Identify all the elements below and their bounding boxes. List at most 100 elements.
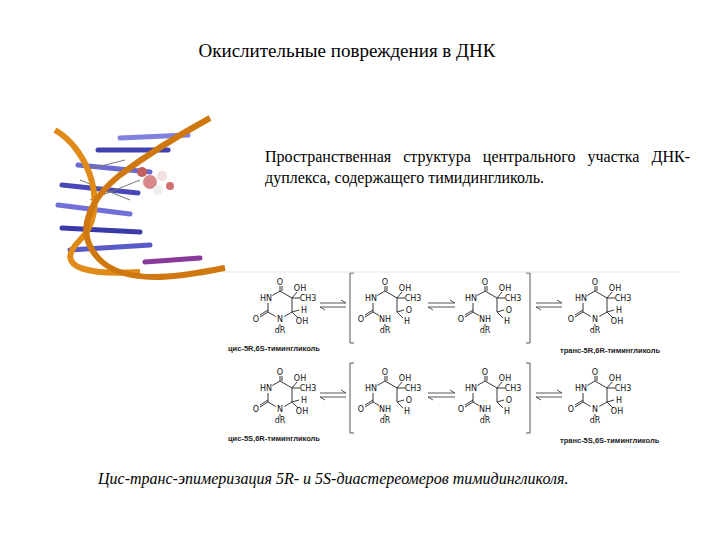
atom-label: O xyxy=(358,405,364,414)
bond-line xyxy=(599,312,607,316)
bond-line xyxy=(385,291,397,298)
atom-label: CH3 xyxy=(505,294,522,303)
bond-line xyxy=(595,291,607,298)
atom-label: OH xyxy=(499,374,511,383)
bond-line xyxy=(497,292,502,298)
atom-label: H xyxy=(301,306,307,315)
atom-label: OH xyxy=(609,374,621,383)
bond-line xyxy=(292,388,300,389)
atom-label: OH xyxy=(294,284,306,293)
equilibrium-arrow xyxy=(536,300,562,303)
bond-line xyxy=(397,400,404,402)
bond-line xyxy=(607,388,615,389)
bond-line xyxy=(497,298,505,299)
bond-line xyxy=(282,376,283,381)
atom-label: CH3 xyxy=(615,294,632,303)
bond-line xyxy=(292,388,293,402)
atom-label: O xyxy=(277,368,283,377)
atom-label: O xyxy=(592,278,598,287)
bond-line xyxy=(583,402,591,406)
bracket xyxy=(350,273,354,343)
bond-line xyxy=(260,310,268,315)
equilibrium-arrow xyxy=(428,390,455,393)
slide-title: Окислительные повреждения в ДНК xyxy=(0,40,694,62)
atom-label: OH xyxy=(609,284,621,293)
atom-label: dR xyxy=(480,326,491,335)
atom-label: dR xyxy=(380,326,391,335)
bond-line xyxy=(292,292,297,298)
equilibrium-arrow xyxy=(320,397,346,400)
bond-line xyxy=(280,376,281,381)
atom-label: O xyxy=(358,315,364,324)
atom-label: H xyxy=(404,407,410,416)
bond-line xyxy=(377,291,385,295)
atom-label: H xyxy=(616,306,622,315)
bond-line xyxy=(497,402,503,408)
bond-line xyxy=(487,376,488,381)
atom-label: N xyxy=(592,315,598,324)
bond-line xyxy=(387,376,388,381)
bond-line xyxy=(268,402,276,406)
bond-line xyxy=(607,298,615,299)
bond-line xyxy=(397,298,405,299)
bond-line xyxy=(385,286,386,291)
atom-label: dR xyxy=(480,416,491,425)
bond-line xyxy=(477,381,485,385)
bond-line xyxy=(473,402,479,405)
atom-label: N xyxy=(277,405,283,414)
isomer-name: транс-5R,6R-тимингликоль xyxy=(560,346,660,355)
dna-helix xyxy=(55,118,225,277)
bond-line xyxy=(284,402,292,406)
bracket xyxy=(350,363,354,433)
atom-label: CH3 xyxy=(300,384,317,393)
bond-line xyxy=(385,381,397,388)
bond-line xyxy=(487,286,488,291)
bond-line xyxy=(365,310,373,315)
bond-line xyxy=(387,286,388,291)
equilibrium-arrow xyxy=(536,397,562,400)
atom-label: NH xyxy=(479,405,491,414)
bond-line xyxy=(260,400,268,405)
atom-label: NH xyxy=(379,405,391,414)
atom-label: HN xyxy=(260,384,272,393)
equilibrium-arrow xyxy=(320,390,346,393)
bond-line xyxy=(587,381,595,385)
equilibrium-arrow xyxy=(536,307,562,310)
bond-line xyxy=(575,400,583,405)
atom-label: OH xyxy=(296,407,308,416)
atom-label: O xyxy=(277,278,283,287)
bond-line xyxy=(284,312,292,316)
bond-line xyxy=(397,382,402,388)
atom-label: CH3 xyxy=(405,384,422,393)
bond-line xyxy=(397,402,403,408)
slide-caption: Цис-транс-эпимеризация 5R- и 5S-диастере… xyxy=(98,470,658,488)
atom-label: O xyxy=(253,405,259,414)
bond-line xyxy=(497,388,498,402)
bond-line xyxy=(607,292,612,298)
bond-line xyxy=(485,291,497,298)
atom-label: O xyxy=(253,315,259,324)
atom-label: H xyxy=(301,396,307,405)
bond-line xyxy=(607,388,608,402)
bond-line xyxy=(280,381,292,388)
bond-line xyxy=(485,286,486,291)
atom-label: CH3 xyxy=(300,294,317,303)
atom-label: HN xyxy=(260,294,272,303)
bond-line xyxy=(292,310,299,312)
atom-label: HN xyxy=(365,384,377,393)
atom-label: O xyxy=(568,315,574,324)
description-text: Пространственная структура центрального … xyxy=(265,146,690,188)
bond-line xyxy=(473,312,479,315)
bond-line xyxy=(292,400,299,402)
atom-label: O xyxy=(506,396,512,405)
bond-line xyxy=(497,382,502,388)
bond-line xyxy=(599,402,607,406)
bond-line xyxy=(607,298,608,312)
atom-label: O xyxy=(506,306,512,315)
bond-line xyxy=(280,291,292,298)
bond-line xyxy=(377,381,385,385)
bond-line xyxy=(385,376,386,381)
atom-label: CH3 xyxy=(405,294,422,303)
bond-line xyxy=(465,310,473,315)
